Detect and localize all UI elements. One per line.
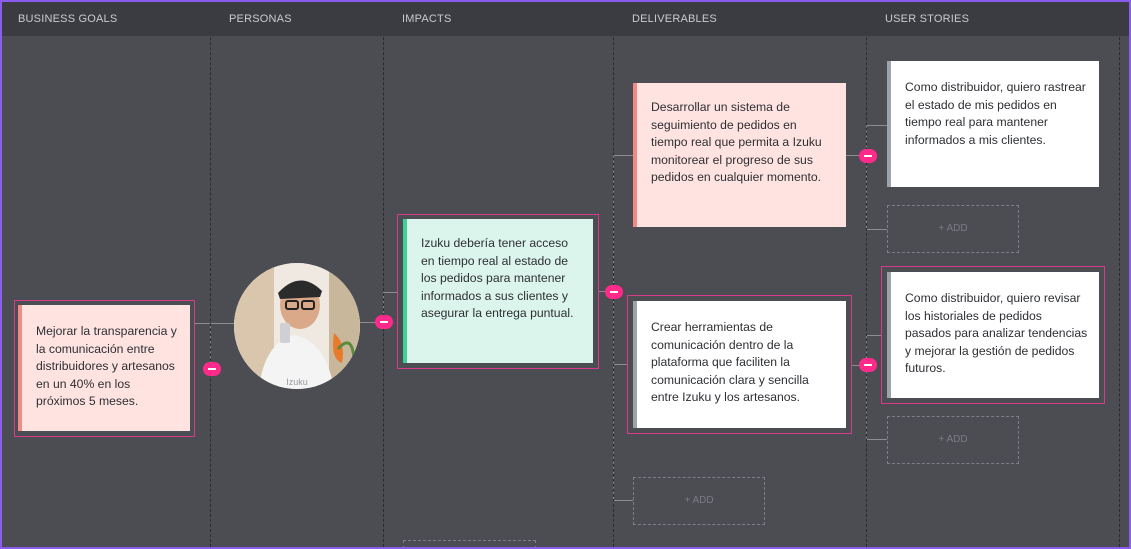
collapse-toggle-impact[interactable] (605, 285, 623, 299)
collapse-toggle-deliverable-1[interactable] (859, 149, 877, 163)
connector-line (194, 323, 210, 324)
connector-line (383, 292, 398, 293)
add-impact-button[interactable] (403, 540, 536, 549)
user-story-card-1[interactable]: Como distribuidor, quiero rastrear el es… (887, 61, 1099, 187)
deliverable-text-1: Desarrollar un sistema de seguimiento de… (651, 100, 822, 184)
deliverable-text-2: Crear herramientas de comunicación dentr… (651, 320, 809, 404)
add-user-story-label-2: + ADD (938, 434, 968, 445)
deliverable-2-selection-outline (627, 295, 852, 434)
persona-name: Izuku (286, 377, 308, 387)
column-title-business-goals: BUSINESS GOALS (18, 13, 118, 25)
collapse-toggle-goal[interactable] (203, 362, 221, 376)
user-story-text-2: Como distribuidor, quiero revisar los hi… (905, 291, 1088, 375)
add-user-story-button-1[interactable]: + ADD (887, 205, 1019, 253)
connector-line (866, 335, 881, 336)
column-divider (1119, 2, 1120, 547)
impact-text: Izuku debería tener acceso en tiempo rea… (421, 236, 574, 320)
connector-line (613, 155, 633, 156)
add-deliverable-label: + ADD (684, 495, 714, 506)
user-story-2-selection-outline (881, 266, 1105, 404)
impact-selection-outline (397, 214, 599, 369)
column-divider (210, 2, 211, 547)
column-title-impacts: IMPACTS (402, 13, 452, 25)
column-title-personas: PERSONAS (229, 13, 292, 25)
connector-line (866, 125, 887, 126)
connector-line (866, 229, 887, 230)
collapse-toggle-deliverable-2[interactable] (859, 358, 877, 372)
connector-line (613, 364, 628, 365)
column-title-deliverables: DELIVERABLES (632, 13, 717, 25)
add-user-story-button-2[interactable]: + ADD (887, 416, 1019, 464)
business-goal-card[interactable]: Mejorar la transparencia y la comunicaci… (18, 305, 190, 431)
connector-line (866, 439, 887, 440)
connector-line (360, 322, 383, 323)
goal-selection-outline (14, 300, 195, 437)
column-divider (613, 2, 614, 547)
add-deliverable-button[interactable]: + ADD (633, 477, 765, 525)
column-divider (383, 2, 384, 547)
user-story-text-1: Como distribuidor, quiero rastrear el es… (905, 80, 1086, 147)
board-header: BUSINESS GOALS PERSONAS IMPACTS DELIVERA… (2, 2, 1129, 36)
impact-card[interactable]: Izuku debería tener acceso en tiempo rea… (403, 219, 593, 363)
business-goal-text: Mejorar la transparencia y la comunicaci… (36, 324, 177, 408)
connector-line (851, 365, 866, 366)
deliverable-card-2[interactable]: Crear herramientas de comunicación dentr… (633, 301, 846, 428)
user-story-card-2[interactable]: Como distribuidor, quiero revisar los hi… (887, 272, 1099, 398)
connector-line (846, 155, 866, 156)
collapse-toggle-persona[interactable] (375, 315, 393, 329)
add-user-story-label-1: + ADD (938, 223, 968, 234)
column-title-user-stories: USER STORIES (885, 13, 970, 25)
connector-line (210, 323, 234, 324)
connector-line (613, 500, 633, 501)
column-divider (866, 2, 867, 547)
persona-photo-icon (234, 263, 360, 389)
persona-avatar[interactable]: Izuku (234, 263, 360, 389)
deliverable-card-1[interactable]: Desarrollar un sistema de seguimiento de… (633, 83, 846, 227)
